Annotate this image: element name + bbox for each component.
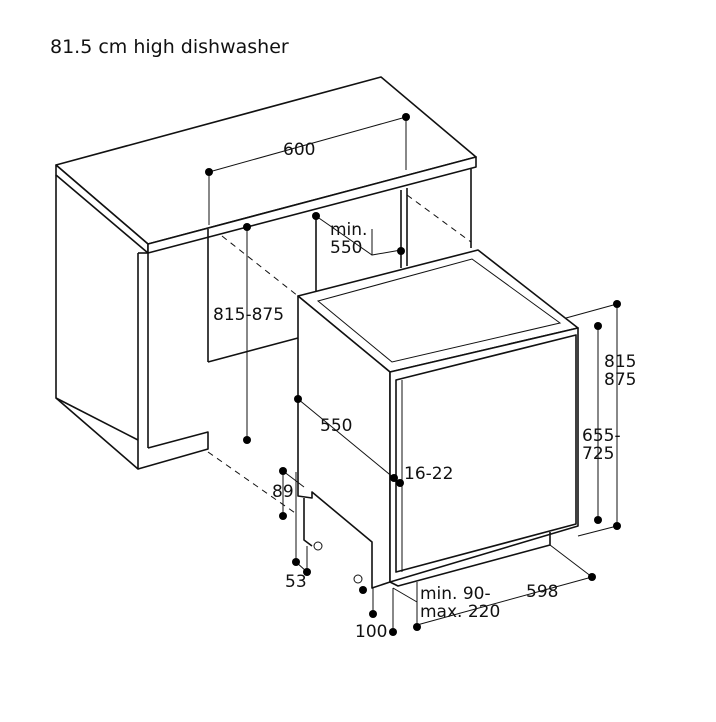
label-door-height-2: 725 [582,444,614,464]
label-door-height-1: 655- [582,426,621,446]
label-plinth-2: max. 220 [420,602,500,622]
label-foot-height: 89 [272,482,294,502]
label-appliance-height-1: 815 [604,352,636,372]
dimension-markers [205,113,621,636]
dimension-labels: 600 min. 550 815-875 815 875 655- 725 55… [213,140,636,642]
dishwasher [297,249,579,589]
label-min-depth-2: 550 [330,238,362,258]
label-plinth-1: min. 90- [420,584,491,604]
countertop [55,76,477,254]
label-appliance-depth: 550 [320,416,352,436]
diagram-title: 81.5 cm high dishwasher [50,36,289,58]
label-countertop-width: 600 [283,140,315,160]
label-plinth-depth: 100 [355,622,387,642]
label-niche-height: 815-875 [213,305,284,325]
label-appliance-width: 598 [526,582,558,602]
left-cabinet [55,175,209,470]
label-door-thickness: 16-22 [404,464,453,484]
label-plinth-offset: 53 [285,572,307,592]
label-appliance-height-2: 875 [604,370,636,390]
dimension-lines [208,116,618,632]
label-min-depth-1: min. [330,220,367,240]
